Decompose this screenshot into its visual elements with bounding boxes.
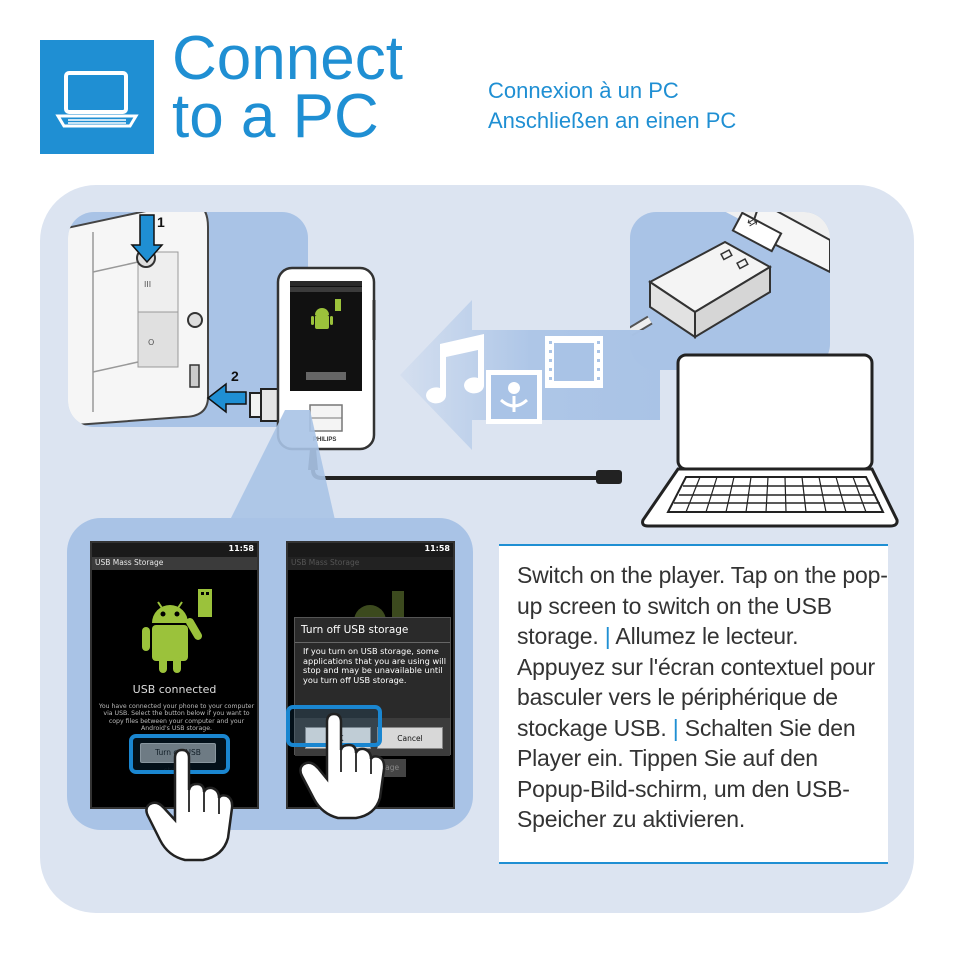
status-bar: 11:58: [92, 543, 257, 557]
app-title-bar: USB Mass Storage: [92, 557, 257, 570]
laptop-icon: [40, 40, 154, 154]
dialog-divider: [295, 642, 450, 643]
dialog-message: If you turn on USB storage, some applica…: [303, 646, 446, 685]
status-bar: 11:58: [288, 543, 453, 557]
title-line-1: Connect: [172, 24, 403, 93]
clock: 11:58: [424, 544, 450, 553]
language-separator: |: [604, 623, 611, 649]
instructions-french: Allumez le lecteur. Appuyez sur l'écran …: [517, 623, 875, 741]
dialog-title: Turn off USB storage: [301, 624, 409, 636]
page-title: Connect to a PC: [172, 24, 403, 151]
svg-text:III: III: [144, 280, 151, 289]
subtitle-german: Anschließen an einen PC: [488, 108, 737, 133]
app-title: USB Mass Storage: [95, 558, 164, 567]
turn-off-usb-dialog: Turn off USB storage If you turn on USB …: [294, 617, 451, 756]
page-subtitle: Connexion à un PC Anschließen an einen P…: [488, 76, 736, 136]
step-2-label: 2: [231, 368, 239, 384]
usb-explanation: You have connected your phone to your co…: [98, 703, 255, 733]
cancel-button[interactable]: Cancel: [377, 727, 443, 749]
dialog-button-bar: OK Cancel: [295, 718, 450, 756]
clock: 11:58: [228, 544, 254, 553]
language-separator: |: [672, 714, 679, 741]
step-1-label: 1: [157, 214, 165, 230]
instructions-text: Switch on the player. Tap on the pop-up …: [499, 544, 888, 864]
usb-connected-label: USB connected: [132, 683, 217, 696]
instructions-german: Schalten Sie den Player ein. Tippen Sie …: [517, 714, 856, 833]
app-title: USB Mass Storage: [291, 558, 360, 567]
svg-text:O: O: [148, 338, 154, 347]
app-title-bar: USB Mass Storage: [288, 557, 453, 570]
instructions-english: Switch on the player. Tap on the pop-up …: [517, 562, 888, 649]
device-buttons-inset: III O: [68, 212, 308, 427]
svg-text:PHILIPS: PHILIPS: [313, 437, 336, 443]
subtitle-french: Connexion à un PC: [488, 78, 679, 103]
android-usb-icon: [142, 589, 212, 673]
title-line-2: to a PC: [172, 82, 379, 151]
